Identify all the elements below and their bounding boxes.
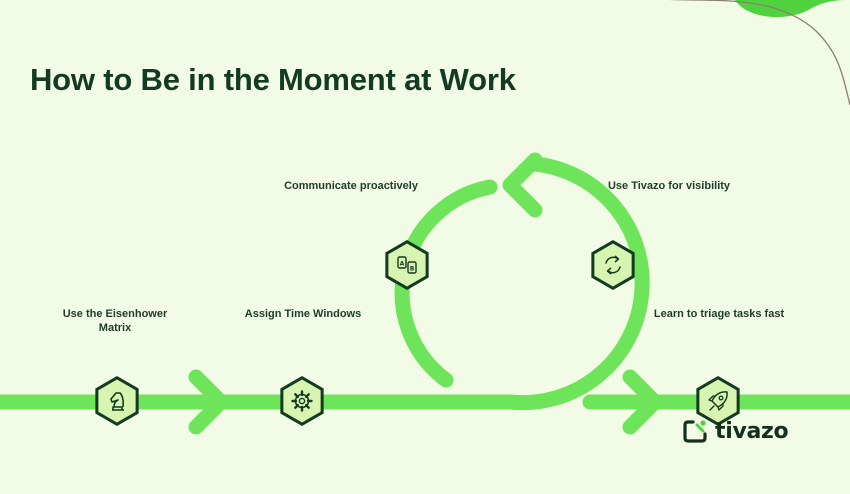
arrowheads <box>188 152 663 435</box>
step-label-communicate: Communicate proactively <box>284 180 418 192</box>
step-node-2 <box>280 376 324 426</box>
refresh-cycle-icon <box>605 255 621 275</box>
svg-text:A: A <box>400 261 405 268</box>
step-label-time-windows: Assign Time Windows <box>244 308 362 320</box>
arrow-right-1 <box>188 369 229 435</box>
step-node-1 <box>95 376 139 426</box>
hexagon-inner <box>594 243 632 287</box>
step-label-triage: Learn to triage tasks fast <box>653 308 785 320</box>
hexagon-inner <box>283 379 321 423</box>
path-baseline <box>0 156 650 411</box>
step-node-4 <box>591 240 635 290</box>
rocket-icon <box>708 391 728 411</box>
step-label-tivazo: Use Tivazo for visibility <box>607 180 731 192</box>
step-node-5 <box>696 376 740 426</box>
chess-knight-icon <box>110 392 124 411</box>
arrow-right-2 <box>622 369 663 435</box>
step-label-eisenhower: Use the Eisenhower Matrix <box>62 308 168 334</box>
tivazo-logo-icon <box>683 420 707 443</box>
step-node-3: AB <box>385 240 429 290</box>
hexagon-inner <box>699 379 737 423</box>
arrow-loop-top <box>502 152 543 218</box>
translate-icon: AB <box>397 256 417 274</box>
brand-logo: tivazo <box>683 417 789 445</box>
corner-decoration <box>668 0 850 106</box>
page-title: How to Be in the Moment at Work <box>30 62 516 97</box>
svg-text:B: B <box>410 266 415 273</box>
gear-icon <box>291 390 313 412</box>
brand-name: tivazo <box>715 418 789 444</box>
hexagon-inner <box>388 243 426 287</box>
flow-path <box>0 156 850 411</box>
